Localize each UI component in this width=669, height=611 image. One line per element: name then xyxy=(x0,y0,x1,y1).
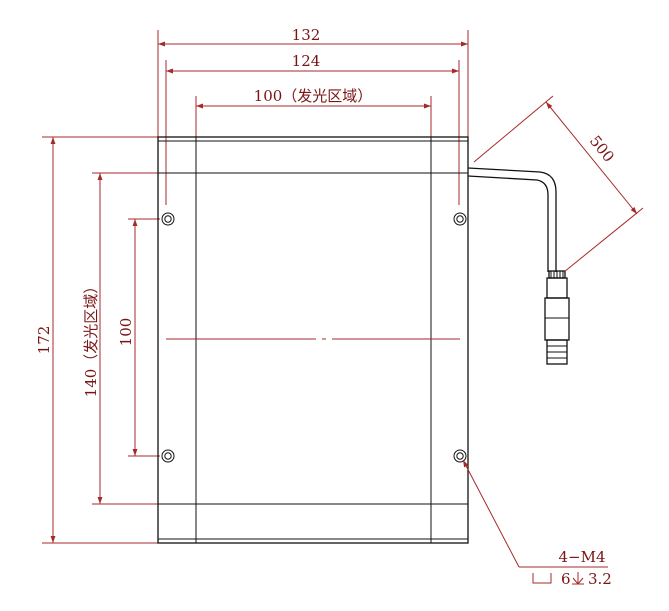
dimension-hole-spacing: 100 xyxy=(117,218,160,457)
thread-spec-label: 4−M4 xyxy=(558,548,605,566)
depth-symbol xyxy=(572,572,584,585)
dimension-inner-width: 124 xyxy=(165,52,460,205)
mounting-hole-bottom-left xyxy=(161,449,175,463)
overall-width-label: 132 xyxy=(292,26,321,44)
cable xyxy=(467,167,557,272)
cable-length-label: 500 xyxy=(586,132,618,166)
dimension-emitting-width: 100（发光区域） xyxy=(195,87,432,138)
dimension-emitting-height: 140（发光区域） xyxy=(82,172,182,505)
overall-height-label: 172 xyxy=(35,326,53,355)
depth-label: 6 xyxy=(561,570,571,588)
inner-width-label: 124 xyxy=(292,52,321,70)
depth-value-label: 3.2 xyxy=(588,570,612,588)
mounting-hole-bottom-right xyxy=(453,449,467,463)
emitting-width-label: 100（发光区域） xyxy=(254,87,373,105)
light-panel xyxy=(157,136,469,544)
dimension-overall-width: 132 xyxy=(157,26,469,138)
emitting-height-label: 140（发光区域） xyxy=(82,279,100,398)
dimension-cable-length: 500 xyxy=(473,95,644,273)
mounting-hole-top-left xyxy=(161,212,175,226)
hole-spacing-label: 100 xyxy=(117,318,135,347)
mounting-hole-top-right xyxy=(453,212,467,226)
connector xyxy=(544,270,570,365)
dimension-overall-height: 172 xyxy=(35,136,158,544)
counterbore-symbol xyxy=(532,573,552,584)
hole-callout: 4−M4 6 3.2 xyxy=(462,459,612,588)
